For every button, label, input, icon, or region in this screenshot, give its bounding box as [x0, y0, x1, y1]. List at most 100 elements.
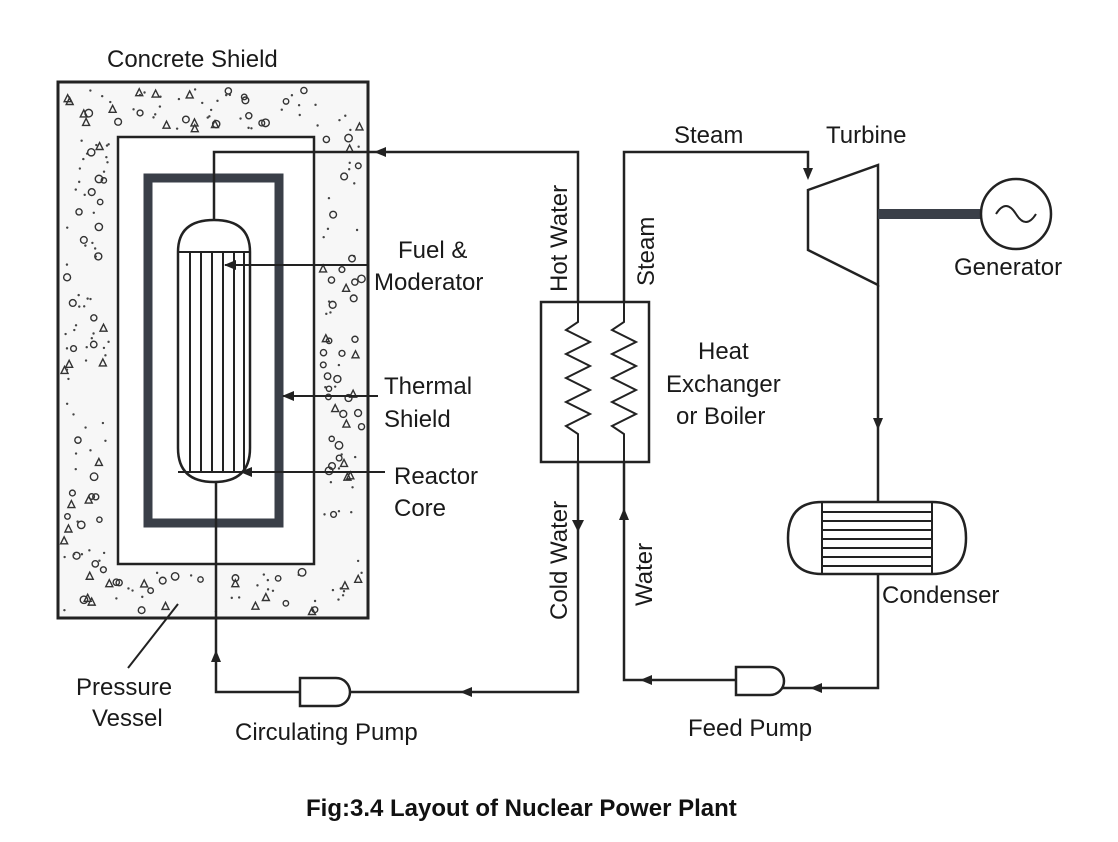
concrete-speck	[341, 418, 352, 428]
circulating-pump-label: Circulating Pump	[235, 719, 418, 746]
concrete-speck	[143, 91, 146, 94]
concrete-speck	[342, 471, 353, 481]
concrete-speck	[208, 115, 211, 118]
concrete-speck	[67, 377, 70, 381]
cold-water-label: Cold Water	[546, 501, 573, 620]
turbine	[806, 163, 880, 288]
concrete-speck	[344, 393, 353, 403]
concrete-speck	[337, 510, 341, 513]
concrete-speck	[327, 276, 336, 284]
concrete-speck	[331, 588, 335, 592]
thermal-shield-label-line2: Shield	[384, 406, 451, 433]
concrete-speck	[161, 119, 172, 129]
concrete-speck	[189, 574, 193, 577]
concrete-speck	[94, 222, 104, 232]
concrete-speck	[348, 388, 358, 398]
concrete-speck	[327, 196, 331, 200]
concrete-speck	[356, 559, 360, 563]
concrete-texture	[59, 86, 366, 616]
reactor-core-label-line2: Core	[394, 495, 446, 522]
concrete-speck	[107, 103, 118, 114]
concrete-speck	[266, 578, 270, 582]
concrete-speck	[81, 116, 91, 127]
concrete-shield-label: Concrete Shield	[107, 46, 278, 73]
concrete-speck	[78, 167, 82, 170]
concrete-speck	[90, 337, 94, 340]
concrete-speck	[197, 576, 204, 583]
concrete-speck	[224, 87, 233, 95]
concrete-speck	[88, 493, 96, 500]
concrete-speck	[59, 535, 69, 545]
concrete-speck	[339, 457, 349, 468]
pressure-vessel-label-line2: Vessel	[92, 705, 163, 732]
concrete-speck	[84, 359, 88, 362]
concrete-speck	[100, 177, 108, 184]
concrete-speck	[89, 89, 92, 92]
concrete-speck	[94, 140, 105, 151]
concrete-speck	[357, 274, 366, 284]
concrete-speck	[230, 596, 233, 600]
concrete-speck	[139, 578, 149, 588]
concrete-speck	[262, 573, 266, 576]
concrete-speck	[114, 117, 123, 126]
concrete-speck	[94, 456, 104, 467]
concrete-speck	[193, 88, 197, 91]
concrete-speck	[245, 111, 253, 120]
concrete-speck	[256, 584, 259, 587]
concrete-speck	[83, 592, 93, 603]
concrete-speck	[231, 574, 240, 582]
concrete-speck	[100, 94, 104, 98]
concrete-speck	[76, 520, 86, 530]
concrete-speck	[230, 578, 240, 588]
concrete-speck	[131, 589, 134, 592]
pressure-vessel-label-line1: Pressure	[76, 674, 172, 701]
concrete-speck	[68, 489, 77, 497]
concrete-speck	[141, 595, 144, 599]
concrete-speck	[333, 385, 337, 388]
concrete-speck	[313, 599, 317, 603]
concrete-speck	[104, 439, 107, 443]
concrete-speck	[79, 595, 89, 605]
concrete-speck	[96, 198, 104, 206]
concrete-speck	[337, 363, 341, 367]
concrete-speck	[318, 263, 328, 273]
concrete-speck	[351, 335, 359, 344]
concrete-speck	[63, 523, 74, 533]
concrete-speck	[271, 589, 275, 593]
concrete-speck	[297, 573, 300, 577]
concrete-speck	[63, 608, 66, 612]
concrete-speck	[334, 440, 344, 450]
concrete-speck	[328, 461, 337, 471]
concrete-speck	[239, 117, 242, 120]
concrete-speck	[290, 94, 294, 97]
fuel-rods	[189, 253, 245, 472]
concrete-speck	[360, 571, 363, 575]
concrete-speck	[158, 576, 167, 585]
concrete-speck	[319, 361, 327, 369]
concrete-speck	[64, 358, 74, 369]
concrete-speck	[74, 188, 77, 191]
concrete-speck	[78, 305, 81, 308]
concrete-speck	[190, 123, 200, 133]
concrete-speck	[211, 119, 221, 129]
concrete-speck	[326, 227, 330, 231]
concrete-speck	[350, 511, 353, 514]
concrete-speck	[95, 143, 98, 147]
concrete-speck	[323, 372, 332, 381]
concrete-speck	[65, 347, 69, 350]
concrete-speck	[84, 426, 87, 429]
concrete-speck	[307, 605, 317, 616]
concrete-speck	[72, 551, 81, 560]
concrete-speck	[112, 578, 121, 587]
concrete-speck	[298, 113, 301, 117]
concrete-speck	[136, 109, 144, 117]
concrete-speck	[354, 162, 362, 170]
concrete-speck	[170, 572, 180, 581]
hot-water-label: Hot Water	[546, 185, 573, 292]
concrete-speck	[333, 374, 342, 384]
circulating-pump	[298, 676, 352, 708]
concrete-speck	[319, 348, 328, 357]
concrete-speck	[137, 606, 146, 615]
concrete-speck	[82, 157, 85, 161]
concrete-speck	[102, 346, 106, 350]
